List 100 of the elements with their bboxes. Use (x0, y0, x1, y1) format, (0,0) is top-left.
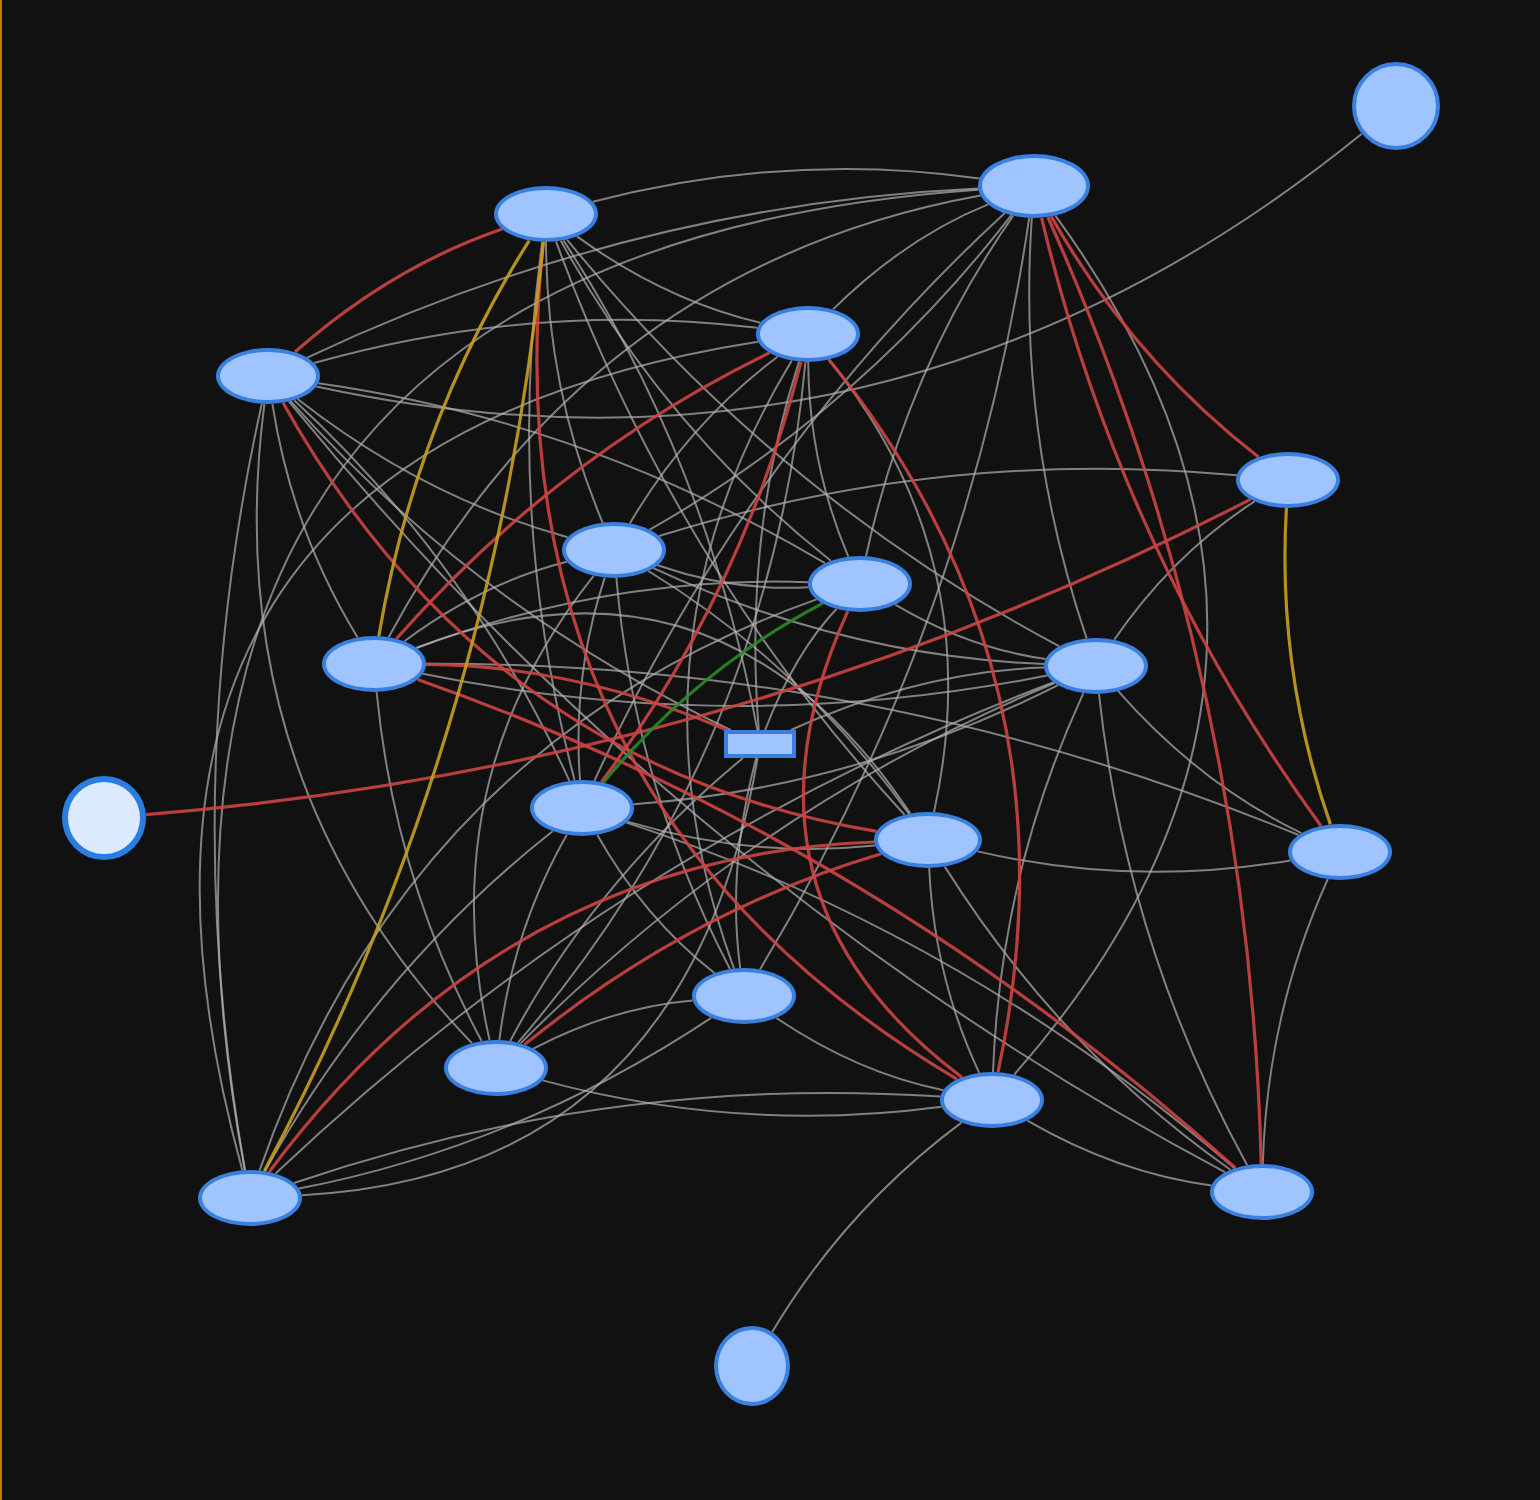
connector-line (545, 241, 604, 524)
connector-line (759, 216, 1031, 971)
connector-line (976, 850, 1292, 873)
connector-line (199, 340, 759, 1172)
connector-line (928, 867, 981, 1074)
connector-line (628, 355, 779, 525)
connector-line (647, 570, 910, 815)
connector-line (293, 227, 503, 354)
connector-line (509, 757, 744, 1042)
ellipse-node (940, 1072, 1044, 1128)
ellipse-node (444, 1040, 548, 1096)
connector-line (375, 691, 483, 1042)
connector-line (425, 662, 728, 732)
connector-line (473, 574, 595, 1042)
connector-line (648, 214, 1013, 531)
connector-line (1046, 216, 1263, 1165)
connector-line (315, 132, 1363, 419)
ellipse-node (808, 556, 912, 612)
connector-line (615, 577, 731, 970)
connector-line (626, 820, 876, 850)
connector-line (686, 359, 793, 970)
connector-line (258, 598, 818, 1172)
connector-line (293, 399, 571, 782)
connector-line (807, 361, 850, 558)
connector-line (296, 398, 569, 539)
connector-line (313, 318, 759, 364)
connector-line (519, 682, 1056, 1045)
connector-line (593, 212, 1006, 782)
ellipse-node (530, 780, 634, 836)
connector-line (281, 401, 877, 833)
connector-line (1026, 1119, 1213, 1187)
connector-line (576, 235, 762, 324)
connector-line (213, 402, 263, 1172)
connector-line (754, 360, 800, 731)
connector-line (1113, 500, 1256, 641)
connector-line (264, 830, 554, 1173)
connector-line (802, 610, 963, 1079)
connector-line (415, 580, 810, 649)
connector-line (395, 351, 771, 640)
ellipse-node (198, 1170, 302, 1226)
connector-line (555, 240, 906, 816)
connector-line (517, 361, 807, 1044)
connector-line (1261, 878, 1329, 1165)
connector-line (566, 238, 1060, 648)
connector-line (1040, 217, 1323, 827)
connector-line (523, 852, 882, 1046)
connector-line (535, 241, 958, 1081)
connector-line (1098, 693, 1249, 1167)
connector-line (417, 677, 1237, 1170)
connector-line (894, 603, 1047, 660)
ellipse-node (322, 636, 426, 692)
connector-line (992, 692, 1085, 1073)
connector-line (293, 1091, 942, 1184)
ellipse-node (1236, 452, 1340, 508)
connector-line (415, 613, 912, 815)
ellipse-node (978, 154, 1090, 218)
connector-line (145, 497, 1252, 817)
connector-line (532, 999, 694, 1050)
ellipse-node (562, 522, 666, 578)
connector-line (274, 681, 1055, 1175)
ellipse-node (1288, 824, 1392, 880)
connector-line (596, 833, 716, 974)
connector-line (943, 865, 1232, 1171)
connector-line (559, 239, 832, 562)
connector-line (498, 833, 568, 1041)
connector-line (1049, 215, 1260, 459)
ellipse-node (1044, 638, 1148, 694)
connector-line (306, 187, 980, 359)
connector-line (1283, 507, 1332, 825)
connector-line (832, 203, 990, 311)
ellipse-node (216, 348, 320, 404)
connector-line (658, 467, 1238, 537)
connector-line (591, 167, 981, 203)
ellipse-node (494, 186, 598, 242)
connector-line (1117, 690, 1303, 835)
connector-line (421, 672, 1049, 707)
connector-line (288, 400, 1226, 1174)
connector-line (1028, 217, 1088, 640)
connector-line (632, 684, 1059, 806)
ellipse-node (874, 812, 982, 868)
connector-line (541, 1079, 943, 1117)
connector-line (267, 840, 875, 1173)
connector-line (271, 403, 359, 639)
connector-line (298, 1016, 713, 1190)
connector-line (789, 666, 1045, 731)
connector-line (528, 241, 576, 782)
connector-line (217, 188, 980, 1172)
circle-node (714, 1326, 790, 1406)
connector-line (255, 403, 473, 1045)
connector-line (262, 241, 545, 1172)
connector-line (300, 757, 759, 1197)
connector-line (1013, 214, 1208, 1076)
connector-line (771, 1121, 963, 1333)
connector-line (377, 239, 531, 637)
connector-line (577, 576, 606, 781)
connector-line (652, 567, 1046, 665)
connector-line (764, 608, 838, 731)
connector-line (317, 382, 826, 565)
ellipse-node (692, 968, 796, 1024)
connector-line (403, 560, 568, 643)
